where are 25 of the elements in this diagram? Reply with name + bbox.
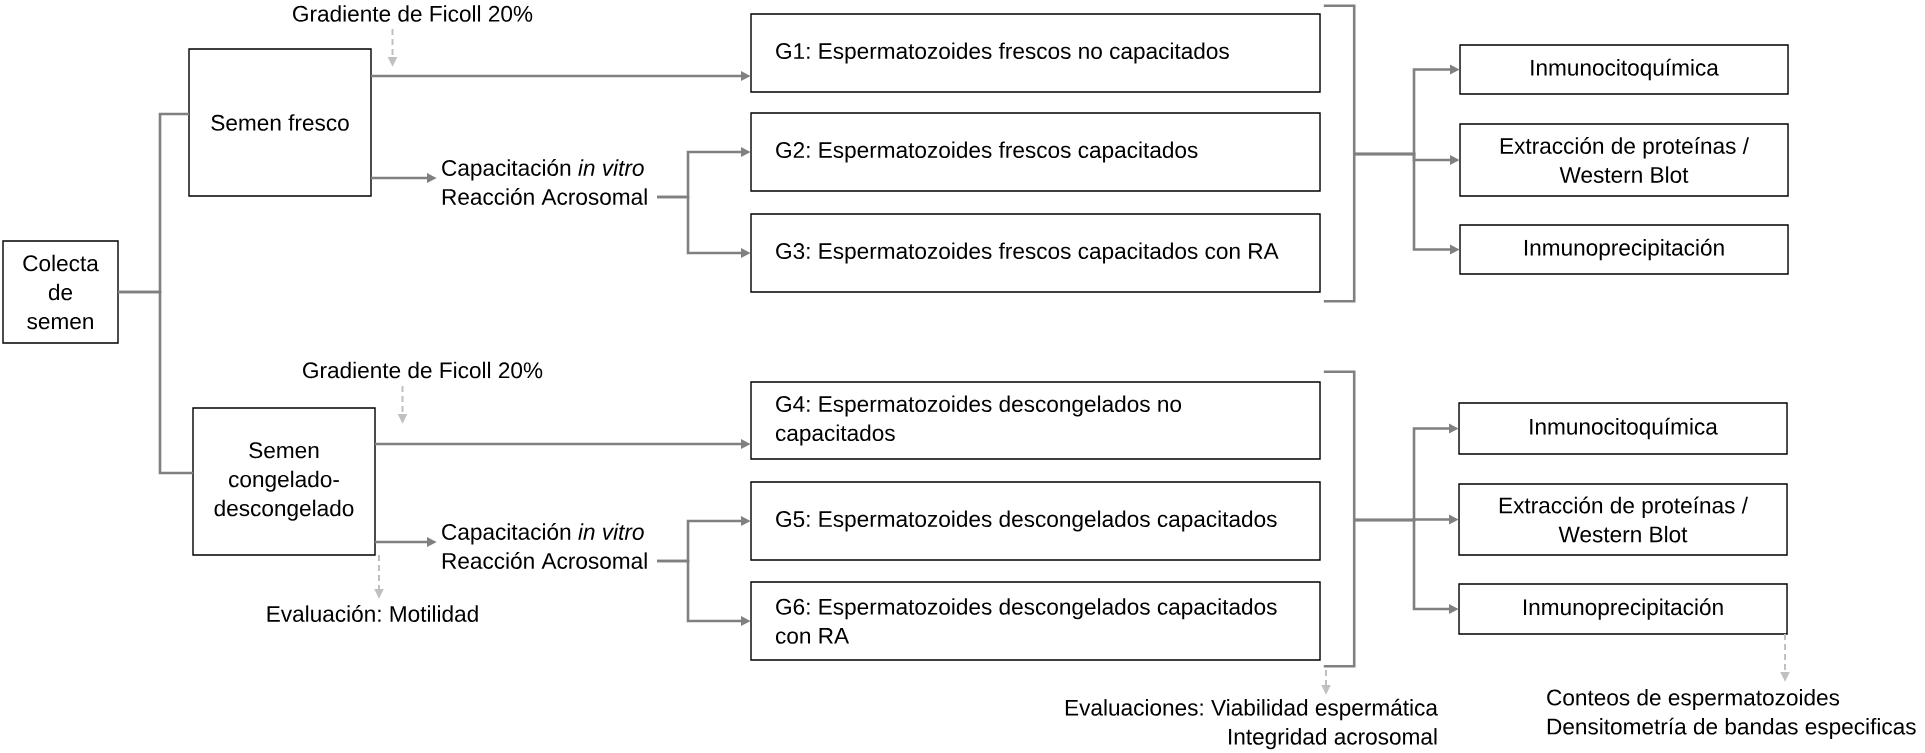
technique-box: Inmunoprecipitación xyxy=(1459,224,1789,275)
process-box: Semen fresco xyxy=(188,48,372,197)
group-box: G1: Espermatozoides frescos no capacitados xyxy=(750,13,1321,93)
group-box: G2: Espermatozoides frescos capacitados xyxy=(750,112,1321,192)
process-box: Semen congelado-descongelado xyxy=(192,407,376,556)
technique-box: Inmunocitoquímica xyxy=(1459,44,1789,95)
step-label: Capacitación in vitro Reacción Acrosomal xyxy=(442,523,647,569)
group-box: G4: Espermatozoides descongelados no capacitados xyxy=(750,381,1321,460)
bracket xyxy=(1323,4,1356,303)
technique-box: Extracción de proteínas / Western Blot xyxy=(1458,483,1788,556)
annotation-text: Conteos de espermatozoides Densitometría de bandas especificas xyxy=(1547,689,1916,740)
technique-box: Inmunoprecipitación xyxy=(1458,583,1788,635)
step-label: Capacitación in vitro Reacción Acrosomal xyxy=(442,159,647,205)
technique-box: Extracción de proteínas / Western Blot xyxy=(1459,123,1789,197)
group-box: G5: Espermatozoides descongelados capacitados xyxy=(750,481,1321,561)
bracket xyxy=(1323,370,1356,668)
group-box: G3: Espermatozoides frescos capacitados con RA xyxy=(750,213,1321,293)
annotation-text: Evaluación: Motilidad xyxy=(267,605,478,622)
annotation-text: Evaluaciones: Viabilidad espermática Integridad acrosomal xyxy=(1065,698,1438,750)
annotation-text: Gradiente de Ficoll 20% xyxy=(293,5,533,22)
connector-line xyxy=(118,290,193,475)
annotation-text: Gradiente de Ficoll 20% xyxy=(303,361,543,379)
process-box: Colecta de semen xyxy=(2,240,119,344)
group-box: G6: Espermatozoides descongelados capacitados con RA xyxy=(750,581,1321,661)
technique-box: Inmunocitoquímica xyxy=(1458,402,1788,455)
